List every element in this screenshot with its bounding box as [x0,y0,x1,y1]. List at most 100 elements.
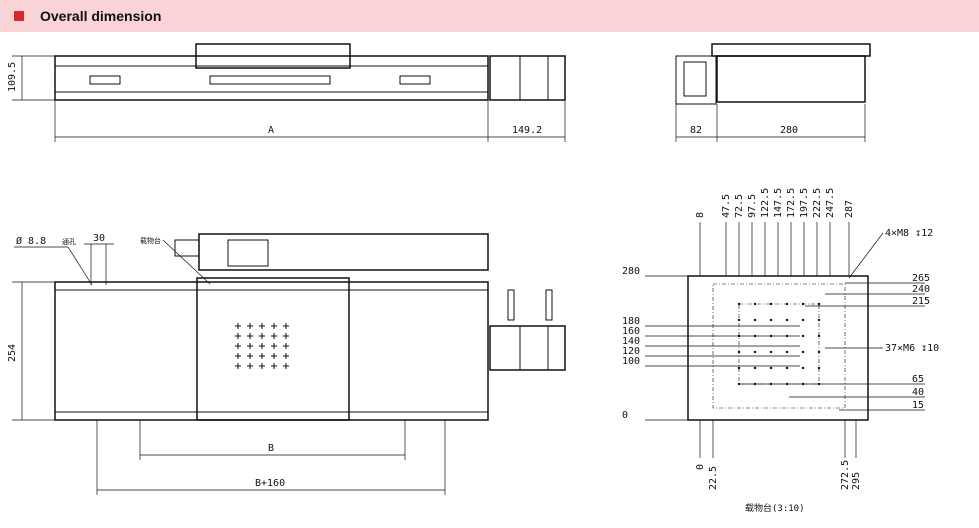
top-x-dim: 122.5 [760,188,771,218]
hole-mark [271,323,277,329]
thread-hole [785,350,789,354]
end-view: 82 280 [675,43,871,142]
thread-hole [753,334,757,338]
right-y-dim: 240 [912,284,930,295]
thread-hole [817,318,821,322]
right-y-dim: 265 [912,273,930,284]
thread-hole [753,302,757,306]
b160-dim: B+160 [255,478,285,489]
top-x-dim: 147.5 [773,188,784,218]
thread-note-a: 4×M8 ↧12 [885,228,933,239]
left-y-dim: 180 [622,316,640,327]
thread-hole [785,366,789,370]
thread-hole [817,366,821,370]
hole-note: Ø 8.8 [16,235,46,247]
hole-mark [235,353,241,359]
top-x-dim: 72.5 [734,194,745,218]
hole-mark [283,363,289,369]
hole-mark [235,323,241,329]
top-x-dim: 222.5 [812,188,823,218]
hole-mark [259,333,265,339]
thread-hole [801,318,805,322]
left-y-dim: 100 [622,356,640,367]
b-dim: B [268,443,274,454]
side-view: 109.5 A 149.2 [7,43,566,142]
thread-hole [753,382,757,386]
hole-mark [259,353,265,359]
thread-hole [753,318,757,322]
thread-hole [801,366,805,370]
stage-caption: 载物台(3:10) [745,502,805,514]
hole-mark [271,353,277,359]
thread-hole [737,334,741,338]
thread-hole [737,366,741,370]
thread-hole [801,350,805,354]
thread-note-b: 37×M6 ↧10 [885,343,939,354]
thread-hole [737,382,741,386]
thread-hole [753,366,757,370]
hole-mark [283,353,289,359]
hole-mark [259,343,265,349]
hole-mark [247,323,253,329]
thread-hole [785,334,789,338]
hole-mark [271,333,277,339]
bottom-x-dim: 295 [851,472,862,490]
left-y-dim: 120 [622,346,640,357]
thread-hole [785,318,789,322]
top-x-dim: 287 [844,200,855,218]
thread-hole [737,302,741,306]
top-x-dim: 8 [695,212,706,218]
hole-mark [271,343,277,349]
hole-mark [235,343,241,349]
right-y-dim: 215 [912,296,930,307]
hole-mark [247,353,253,359]
right-y-dim: 15 [912,400,924,411]
thread-hole [737,318,741,322]
thread-hole [785,382,789,386]
thread-hole [769,382,773,386]
thread-hole [801,334,805,338]
top-x-dim: 97.5 [747,194,758,218]
height-dim: 109.5 [7,62,18,92]
thread-hole [737,350,741,354]
hole-mark [247,333,253,339]
thread-hole [769,350,773,354]
stage-label: 载物台 [140,236,161,245]
plan-view: 254 Ø 8.8 通孔 30 载物台 B B+160 [7,233,566,495]
thread-hole [817,382,821,386]
left-y-dim: 0 [622,410,628,421]
plan-width-dim: 254 [7,344,18,362]
hole-mark [259,363,265,369]
hole-mark [247,343,253,349]
thread-hole [801,302,805,306]
top-x-dim: 247.5 [825,188,836,218]
thread-hole [769,302,773,306]
width-dim: 280 [780,125,798,136]
pitch-dim: 30 [93,233,105,244]
hole-mark [283,333,289,339]
left-y-dim: 160 [622,326,640,337]
bottom-x-dim: 22.5 [708,466,719,490]
top-x-dim: 47.5 [721,194,732,218]
length-a-dim: A [268,125,274,136]
thread-hole [817,334,821,338]
hole-note-cn: 通孔 [62,237,76,246]
hole-mark [247,363,253,369]
hole-mark [259,323,265,329]
section-header: Overall dimension [0,0,979,32]
motor-offset-dim: 82 [690,125,702,136]
thread-hole [769,366,773,370]
hole-mark [283,323,289,329]
thread-hole [753,350,757,354]
right-y-dim: 40 [912,387,924,398]
top-x-dim: 197.5 [799,188,810,218]
hole-mark [235,363,241,369]
bottom-x-dim: 272.5 [840,460,851,490]
red-square-icon [14,11,24,21]
hole-mark [283,343,289,349]
thread-hole [769,334,773,338]
thread-hole [817,302,821,306]
section-title: Overall dimension [40,8,162,24]
